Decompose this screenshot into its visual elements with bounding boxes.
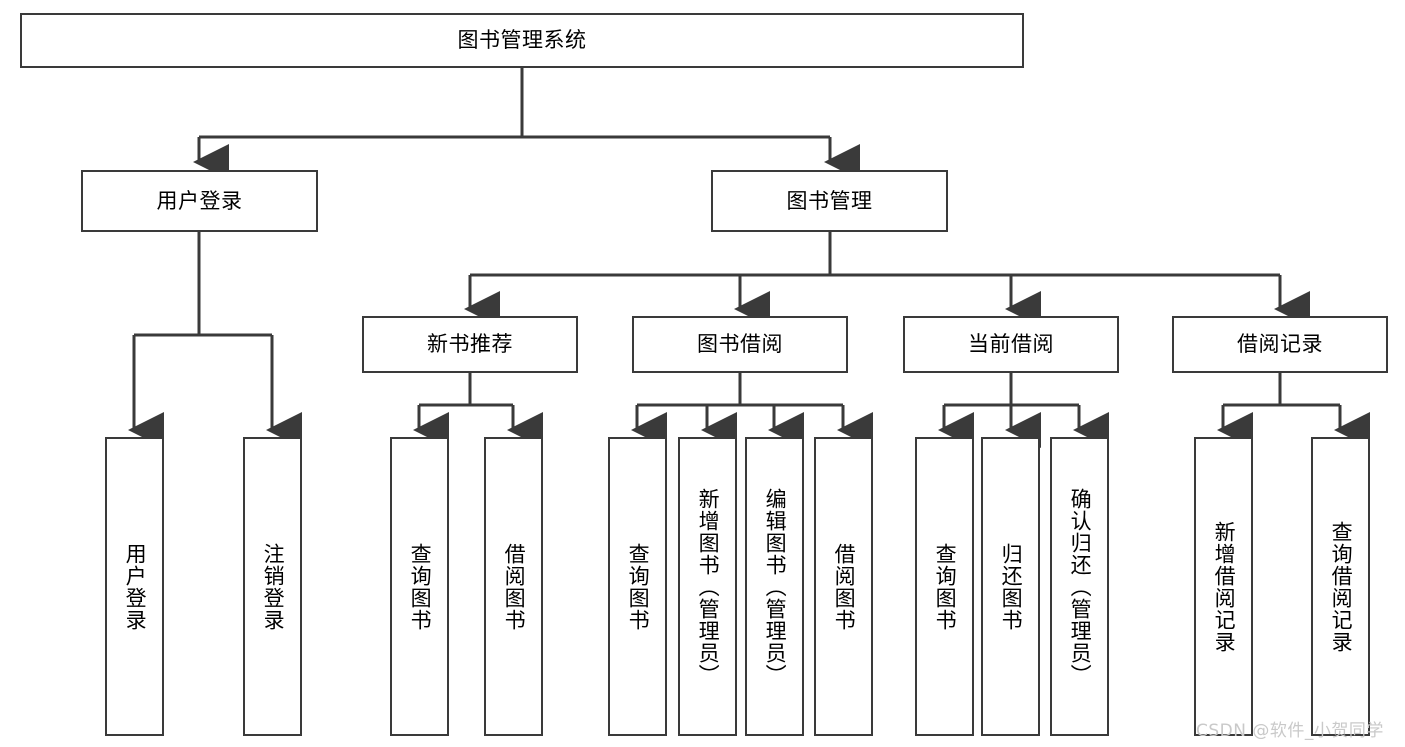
node-label: 图书借阅 <box>697 332 783 357</box>
node-book-management[interactable]: 图书管理 <box>711 170 948 232</box>
node-label: 确认归还（管理员） <box>1068 487 1093 686</box>
node-leaf-user-login[interactable]: 用户登录 <box>105 437 164 736</box>
node-label: 图书管理系统 <box>457 28 587 53</box>
watermark-text: CSDN @软件_小贺同学 <box>1196 721 1384 741</box>
node-label: 注销登录 <box>261 542 286 631</box>
node-borrow-record[interactable]: 借阅记录 <box>1172 316 1388 373</box>
node-label: 新书推荐 <box>427 332 513 357</box>
node-current-borrow[interactable]: 当前借阅 <box>903 316 1119 373</box>
node-label: 归还图书 <box>999 542 1024 631</box>
node-leaf-add-book[interactable]: 新增图书（管理员） <box>678 437 737 736</box>
node-label: 借阅图书 <box>832 542 857 631</box>
node-label: 图书管理 <box>786 188 873 213</box>
node-leaf-borrow-book-1[interactable]: 借阅图书 <box>484 437 543 736</box>
node-leaf-edit-book[interactable]: 编辑图书（管理员） <box>745 437 804 736</box>
node-leaf-confirm-return[interactable]: 确认归还（管理员） <box>1050 437 1109 736</box>
node-root-system[interactable]: 图书管理系统 <box>20 13 1024 68</box>
node-label: 查询图书 <box>626 542 651 631</box>
node-leaf-add-record[interactable]: 新增借阅记录 <box>1194 437 1253 736</box>
node-label: 查询图书 <box>408 542 433 631</box>
node-label: 查询借阅记录 <box>1329 520 1354 653</box>
node-label: 用户登录 <box>123 542 148 631</box>
node-book-borrow[interactable]: 图书借阅 <box>632 316 848 373</box>
node-new-book-recommend[interactable]: 新书推荐 <box>362 316 578 373</box>
node-label: 新增借阅记录 <box>1212 520 1237 653</box>
node-leaf-query-record[interactable]: 查询借阅记录 <box>1311 437 1370 736</box>
node-leaf-borrow-book-2[interactable]: 借阅图书 <box>814 437 873 736</box>
node-label: 当前借阅 <box>968 332 1054 357</box>
node-label: 借阅记录 <box>1237 332 1323 357</box>
node-leaf-query-book-2[interactable]: 查询图书 <box>608 437 667 736</box>
node-leaf-query-book-1[interactable]: 查询图书 <box>390 437 449 736</box>
node-leaf-query-book-3[interactable]: 查询图书 <box>915 437 974 736</box>
node-user-login[interactable]: 用户登录 <box>81 170 318 232</box>
node-label: 用户登录 <box>156 188 243 213</box>
node-leaf-logout-login[interactable]: 注销登录 <box>243 437 302 736</box>
node-label: 借阅图书 <box>502 542 527 631</box>
node-label: 新增图书（管理员） <box>696 487 721 686</box>
node-label: 编辑图书（管理员） <box>763 487 788 686</box>
node-label: 查询图书 <box>933 542 958 631</box>
node-leaf-return-book[interactable]: 归还图书 <box>981 437 1040 736</box>
